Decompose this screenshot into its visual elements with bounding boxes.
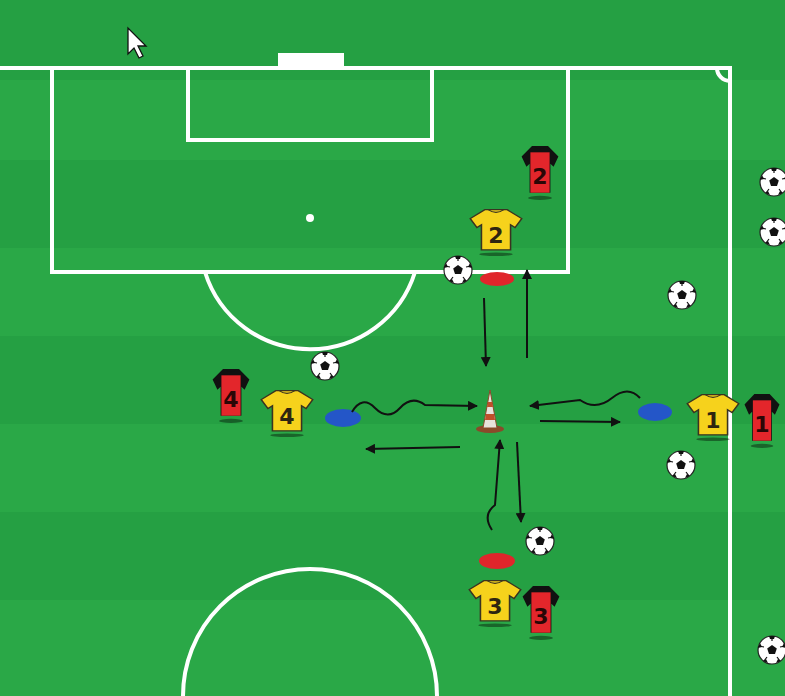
shirt-number: 4 [223,379,238,411]
yellow-player-shirt: 2 [468,207,524,257]
blue-marker [638,403,672,421]
shirt-number: 2 [488,217,503,247]
pitch-lines [0,68,730,696]
blue-marker [325,409,361,427]
shirt-number: 1 [754,404,769,436]
red-marker [480,272,514,286]
balls [311,168,785,664]
movement-arrows [352,270,640,530]
shirt-number: 1 [705,402,720,432]
yellow-player-shirt: 1 [685,392,741,442]
red-player-shirt: 3 [521,583,561,641]
cone [476,390,504,433]
red-player-shirt: 4 [211,366,251,424]
penalty-spot [306,214,314,222]
goal [278,53,344,67]
shirt-number: 4 [279,398,294,428]
yellow-player-shirt: 4 [259,388,315,438]
mouse-cursor [128,28,146,58]
shirt-number: 2 [532,156,547,188]
red-player-shirt: 1 [743,391,781,449]
shirt-number: 3 [487,588,502,618]
yellow-player-shirt: 3 [467,578,523,628]
red-player-shirt: 2 [520,143,560,201]
red-marker [479,553,515,569]
shirt-number: 3 [533,596,548,628]
